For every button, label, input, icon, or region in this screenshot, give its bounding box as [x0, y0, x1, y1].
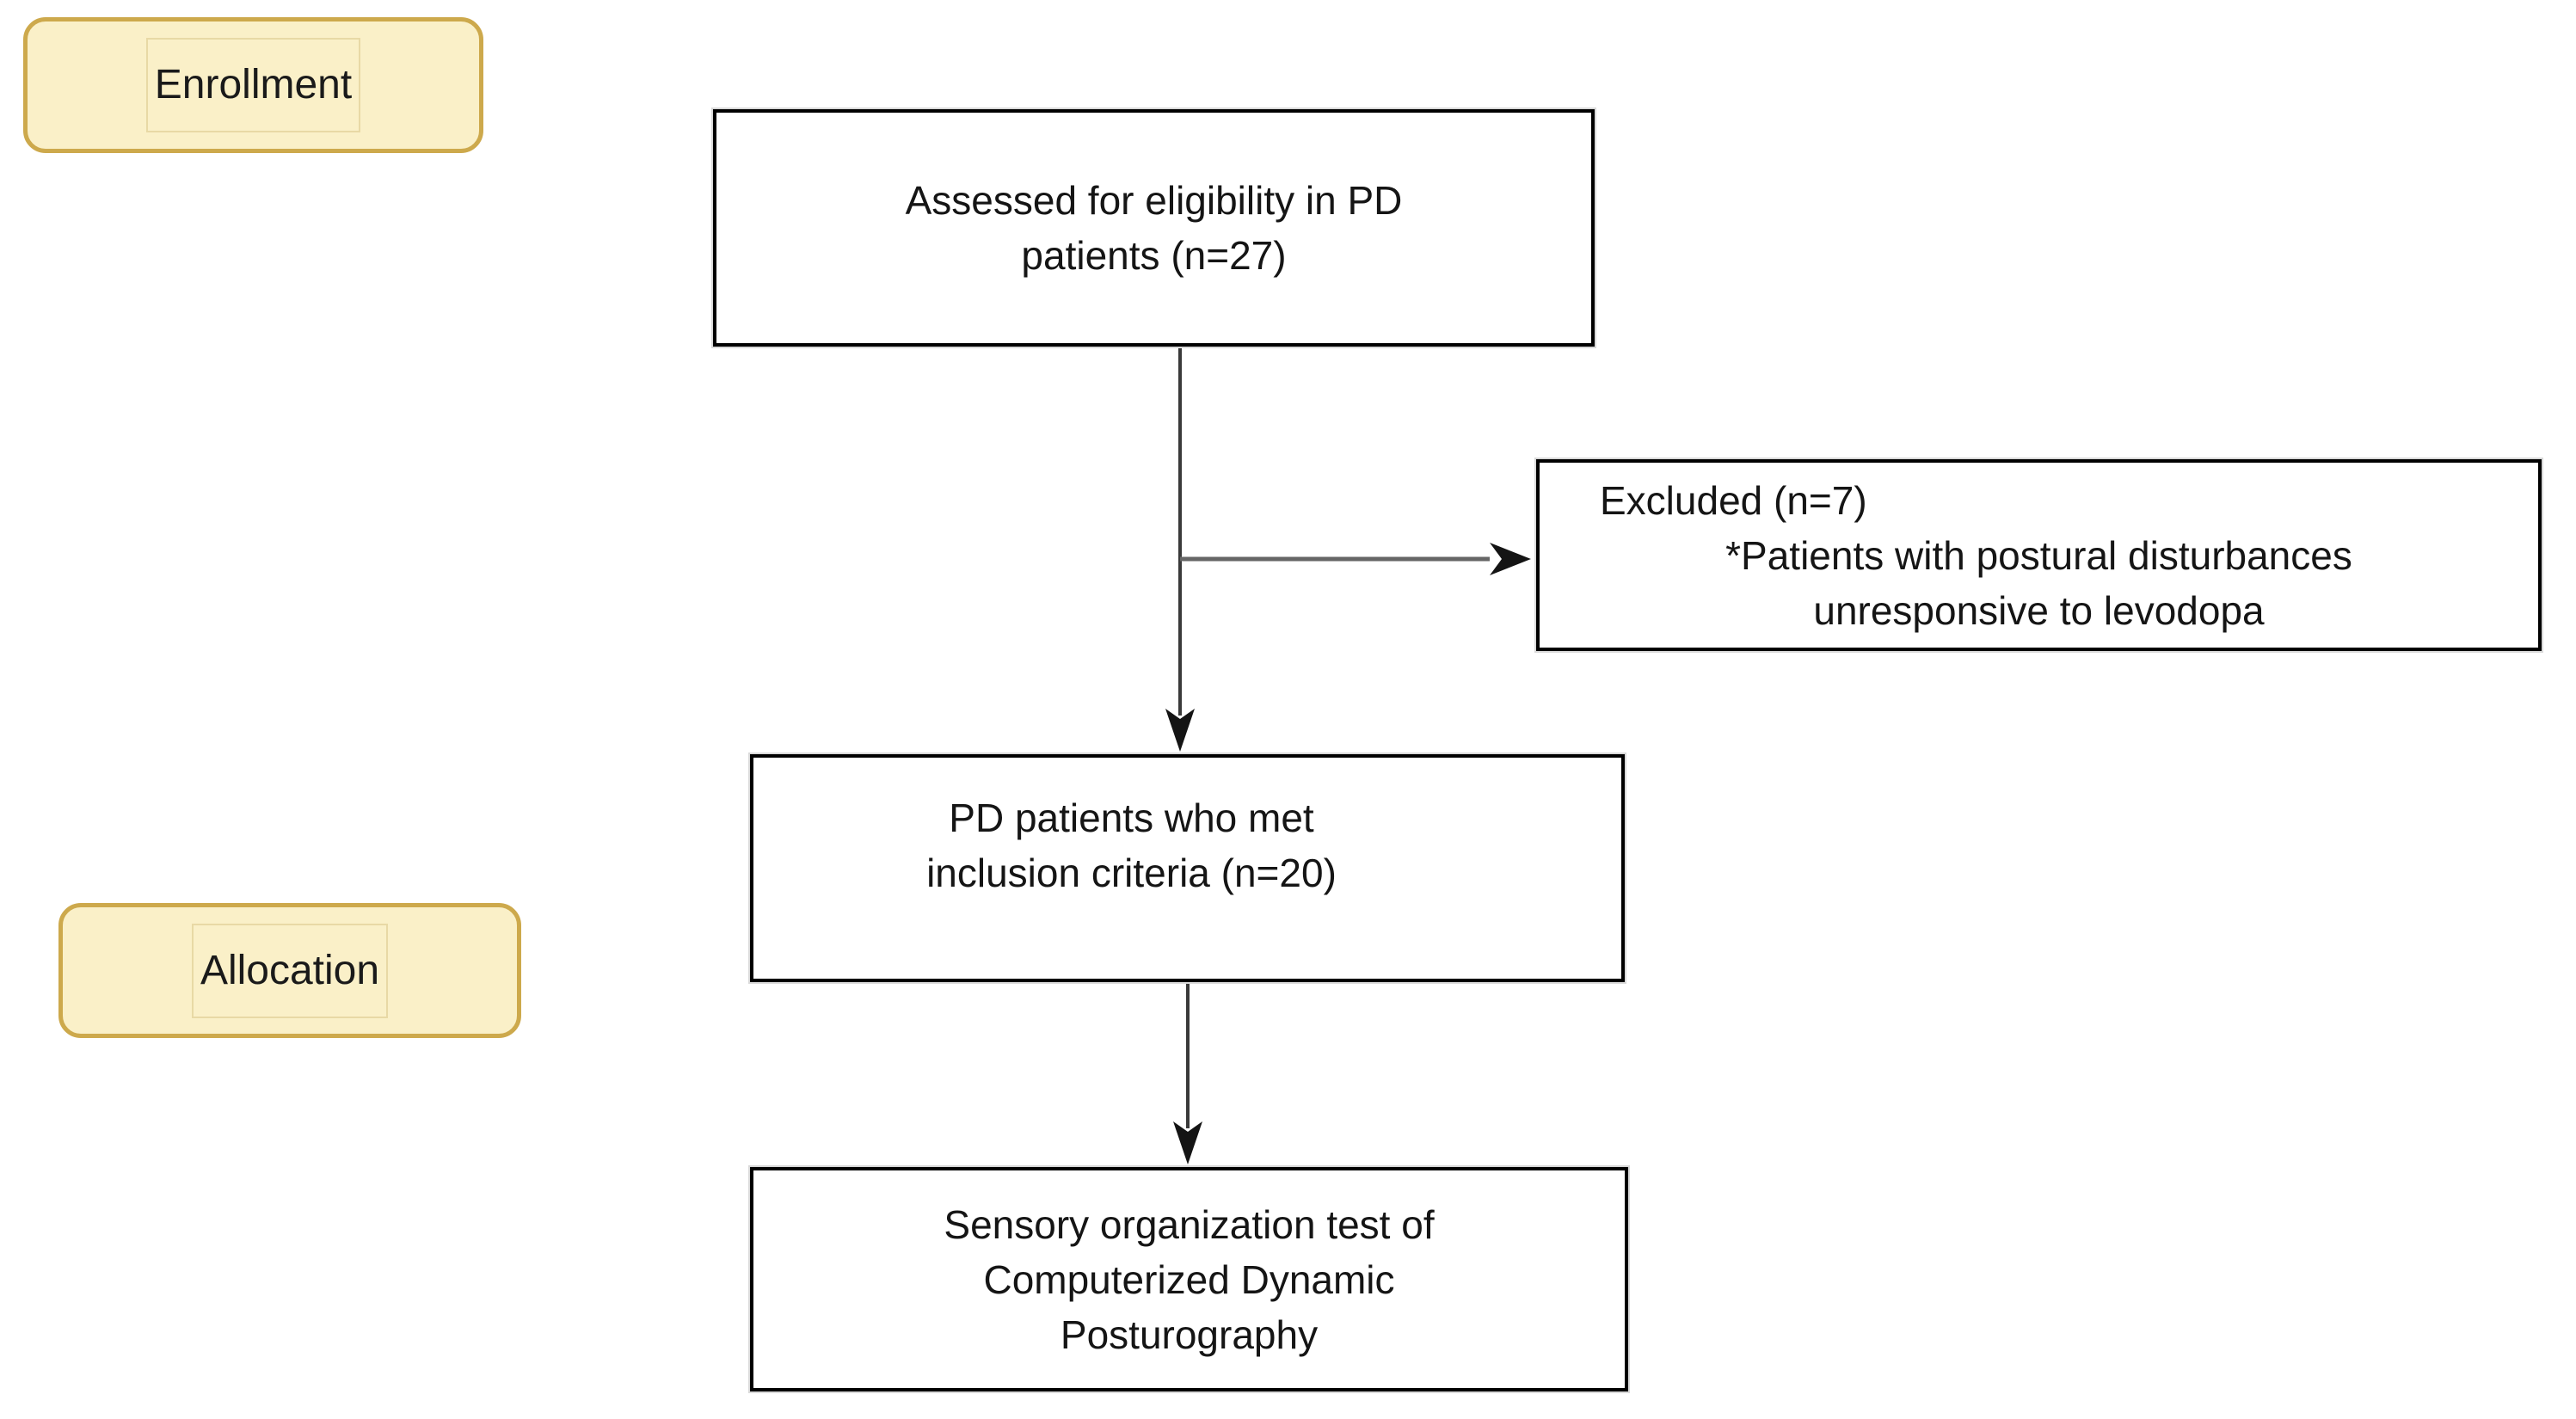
arrow-branch-to-excluded [1180, 543, 1531, 575]
excluded-reason-line: *Patients with postural disturbances [1725, 532, 2352, 578]
inclusion-criteria-text: PD patients who met inclusion criteria (… [698, 758, 1565, 900]
enrollment-stage-badge: Enrollment [23, 17, 483, 153]
sensory-test-text: Sensory organization test of Computerize… [753, 1197, 1625, 1362]
excluded-count-line: Excluded (n=7) [1600, 477, 1867, 523]
excluded-reason-line: unresponsive to levodopa [1813, 587, 2265, 633]
inclusion-criteria-line: inclusion criteria (n=20) [926, 851, 1337, 895]
assessed-eligibility-line: patients (n=27) [1021, 233, 1287, 278]
sensory-test-box: Sensory organization test of Computerize… [748, 1165, 1630, 1393]
sensory-test-line: Computerized Dynamic [983, 1256, 1395, 1302]
assessed-eligibility-line: Assessed for eligibility in PD [905, 178, 1403, 223]
inclusion-criteria-box: PD patients who met inclusion criteria (… [748, 752, 1626, 984]
allocation-stage-badge: Allocation [58, 903, 521, 1038]
sensory-test-line: Posturography [1060, 1312, 1319, 1357]
allocation-stage-label: Allocation [191, 923, 389, 1018]
inclusion-criteria-line: PD patients who met [949, 796, 1314, 840]
assessed-eligibility-box: Assessed for eligibility in PD patients … [711, 108, 1596, 348]
assessed-eligibility-text: Assessed for eligibility in PD patients … [716, 173, 1591, 283]
arrow-eligibility-to-inclusion [1165, 347, 1195, 752]
excluded-box: Excluded (n=7) *Patients with postural d… [1534, 458, 2543, 653]
arrow-inclusion-to-sensory-test [1173, 982, 1202, 1164]
excluded-text: Excluded (n=7) *Patients with postural d… [1540, 473, 2538, 638]
enrollment-stage-label: Enrollment [145, 38, 361, 132]
sensory-test-line: Sensory organization test of [944, 1201, 1435, 1247]
